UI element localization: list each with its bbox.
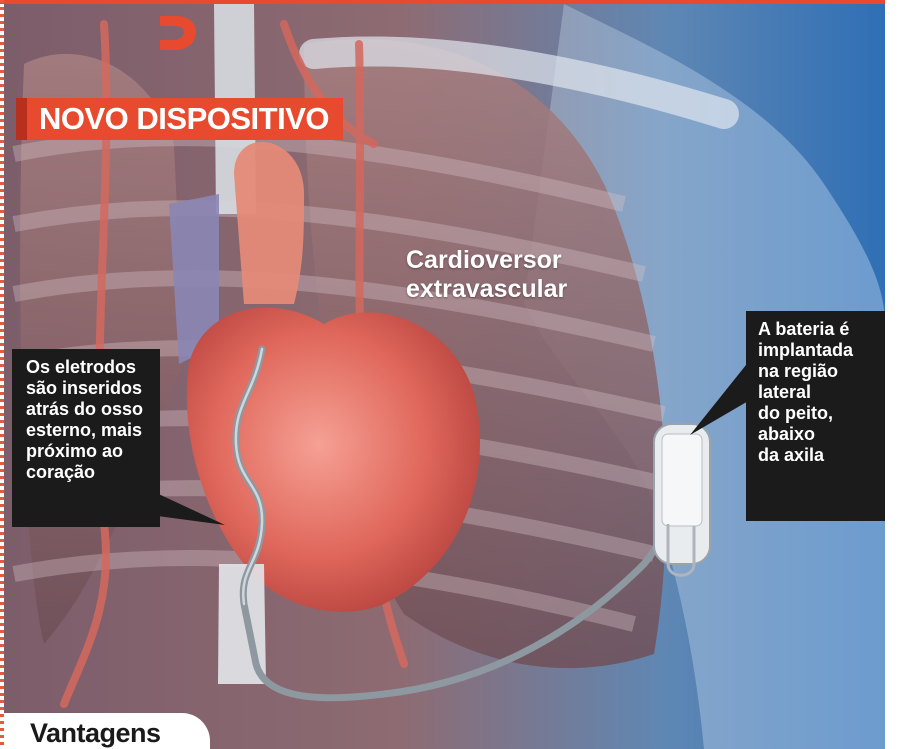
electrodes-callout-pointer: [150, 470, 230, 530]
battery-device: [654, 424, 710, 575]
battery-callout: A bateria é implantada na região lateral…: [746, 311, 886, 521]
device-label: Cardioversor extravascular: [406, 246, 567, 304]
aorta: [234, 142, 304, 304]
battery-callout-pointer: [690, 360, 750, 440]
advantages-tab: Vantagens: [4, 713, 210, 749]
advantages-heading: Vantagens: [30, 718, 161, 748]
title-banner: NOVO DISPOSITIVO: [16, 98, 343, 140]
electrodes-callout: Os eletrodos são inseridos atrás do osso…: [12, 349, 160, 527]
publisher-logo-icon: [158, 8, 198, 54]
title-accent-bar: [16, 98, 27, 140]
page-title: NOVO DISPOSITIVO: [27, 98, 343, 140]
right-margin: [885, 0, 899, 749]
